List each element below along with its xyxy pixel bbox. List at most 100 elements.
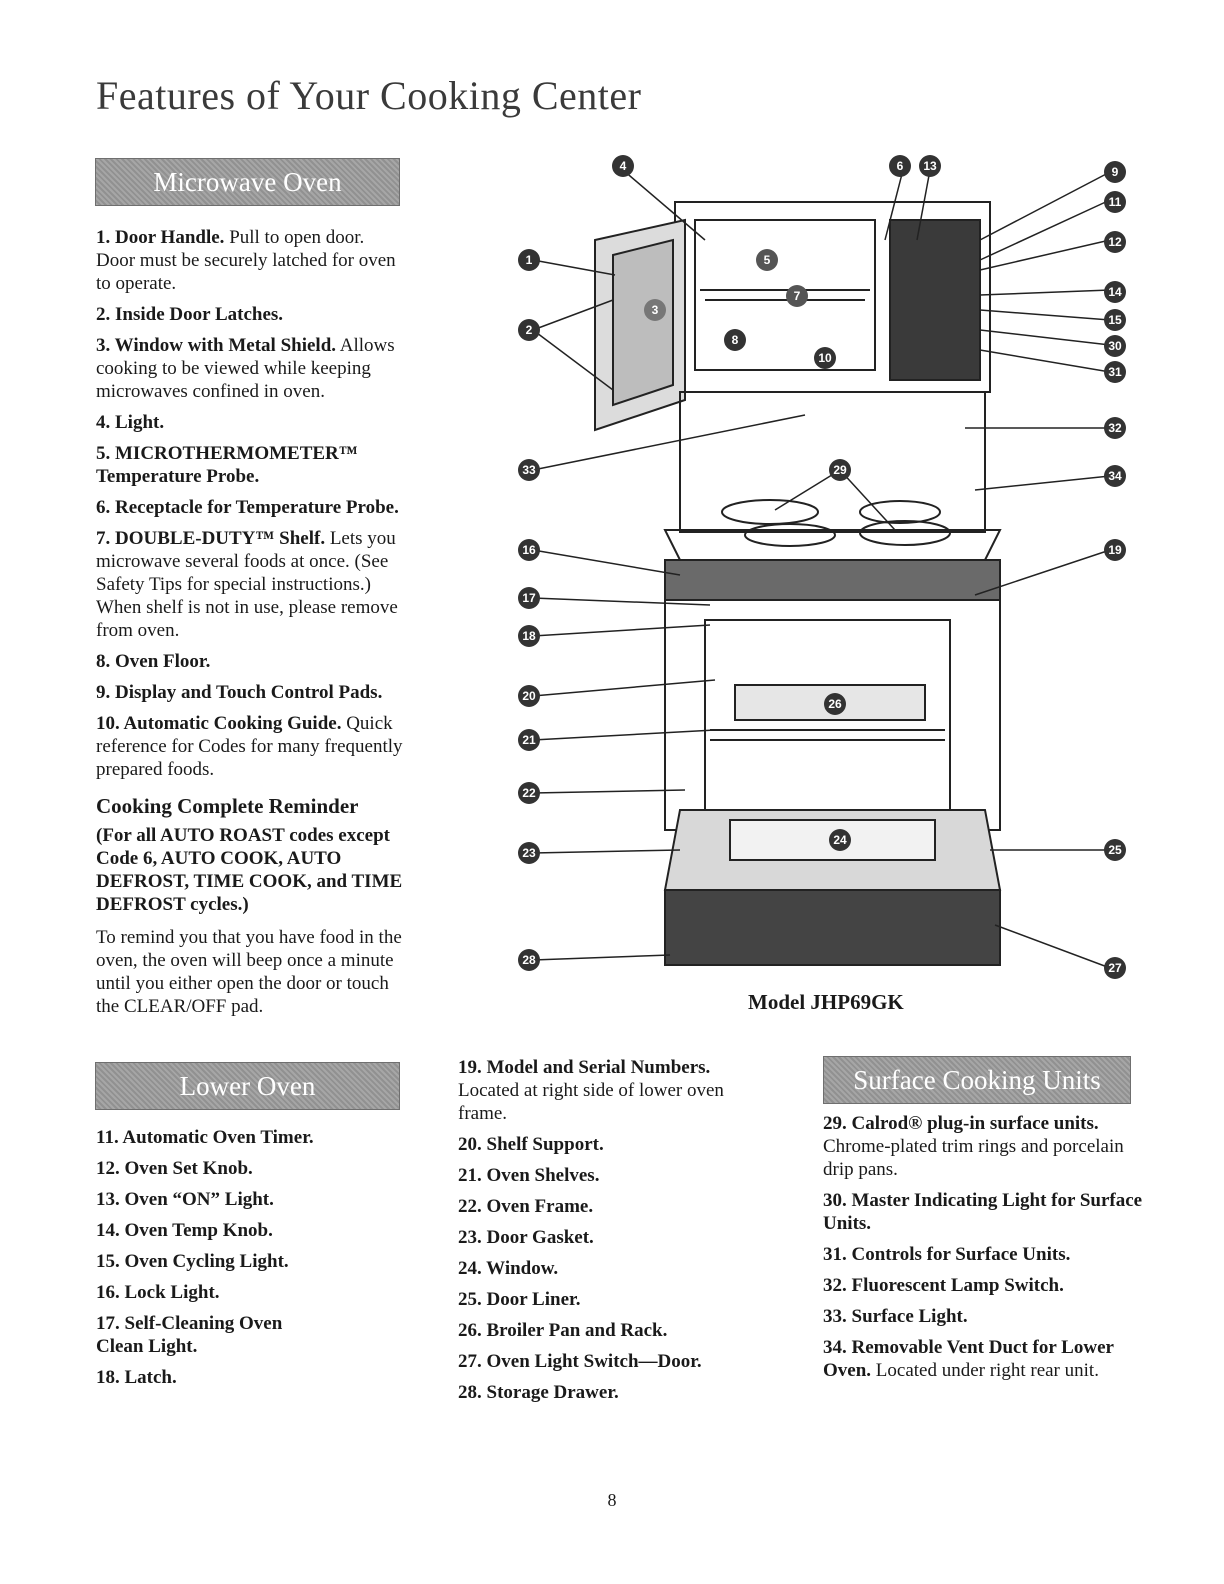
svg-text:17: 17 (522, 591, 536, 605)
callout-12-marker: 12 (1104, 231, 1126, 253)
callout-markers: 1 2 3 4 5 6 7 8 9 10 11 12 13 14 15 16 1… (518, 155, 1126, 979)
callout-11-marker: 11 (1104, 191, 1126, 213)
callout-2-marker: 2 (518, 319, 540, 341)
svg-text:14: 14 (1108, 285, 1122, 299)
callout-21-marker: 21 (518, 729, 540, 751)
page-title: Features of Your Cooking Center (96, 73, 642, 118)
svg-text:24: 24 (833, 833, 847, 847)
callout-24-marker: 24 (829, 829, 851, 851)
svg-text:1: 1 (526, 253, 533, 267)
callout-6-marker: 6 (889, 155, 911, 177)
storage-drawer-shape (664, 889, 1001, 966)
svg-text:25: 25 (1108, 843, 1122, 857)
list-item: 6. Receptacle for Temperature Probe. (96, 497, 399, 518)
svg-text:27: 27 (1108, 961, 1122, 975)
callout-25-marker: 25 (1104, 839, 1126, 861)
svg-text:20: 20 (522, 689, 536, 703)
list-item: 8. Oven Floor. (96, 651, 211, 672)
surface-cooking-units-banner: Surface Cooking Units (823, 1056, 1131, 1104)
callout-33-marker: 33 (518, 459, 540, 481)
list-item: 24. Window. (458, 1258, 559, 1279)
callout-14-marker: 14 (1104, 281, 1126, 303)
door-window-shape (612, 238, 674, 407)
callout-3-marker: 3 (644, 299, 666, 321)
callout-30-marker: 30 (1104, 335, 1126, 357)
model-label: Model JHP69GK (748, 990, 904, 1014)
callout-7-marker: 7 (786, 285, 808, 307)
svg-text:29: 29 (833, 463, 847, 477)
callout-4-marker: 4 (612, 155, 634, 177)
callout-28-marker: 28 (518, 949, 540, 971)
list-item: 26. Broiler Pan and Rack. (458, 1320, 668, 1341)
reminder-body: To remind you that you have food in the … (96, 927, 402, 1017)
list-item: 34. Removable Vent Duct for Lower Oven. … (823, 1337, 1114, 1381)
lower-oven-banner: Lower Oven (95, 1062, 400, 1110)
list-item: 7. DOUBLE-DUTY™ Shelf. Lets you microwav… (96, 528, 398, 641)
list-item: 10. Automatic Cooking Guide. Quick refer… (96, 713, 403, 780)
microwave-features-list: 1. Door Handle. Pull to open door. Door … (96, 226, 406, 1018)
cooking-center-diagram: 1 2 3 4 5 6 7 8 9 10 11 12 13 14 15 16 1… (518, 155, 1126, 979)
list-item: 14. Oven Temp Knob. (96, 1220, 273, 1241)
svg-text:19: 19 (1108, 543, 1122, 557)
svg-text:22: 22 (522, 786, 536, 800)
list-item: 27. Oven Light Switch—Door. (458, 1351, 702, 1372)
svg-text:30: 30 (1108, 339, 1122, 353)
list-item: 20. Shelf Support. (458, 1134, 604, 1155)
list-item: 21. Oven Shelves. (458, 1165, 600, 1186)
list-item: 1. Door Handle. Pull to open door. Door … (96, 227, 396, 294)
callout-13-marker: 13 (919, 155, 941, 177)
oven-control-strip-shape (664, 559, 1001, 601)
callout-8-marker: 8 (724, 329, 746, 351)
list-item: 28. Storage Drawer. (458, 1382, 619, 1403)
callout-27-marker: 27 (1104, 957, 1126, 979)
svg-text:10: 10 (818, 351, 832, 365)
callout-22-marker: 22 (518, 782, 540, 804)
burner-shape (859, 500, 941, 524)
list-item: 5. MICROTHERMOMETER™ Temperature Probe. (96, 443, 358, 487)
callout-15-marker: 15 (1104, 309, 1126, 331)
svg-text:34: 34 (1108, 469, 1122, 483)
list-item: 25. Door Liner. (458, 1289, 581, 1310)
svg-text:16: 16 (522, 543, 536, 557)
svg-text:8: 8 (732, 333, 739, 347)
svg-text:4: 4 (620, 159, 627, 173)
callout-29-marker: 29 (829, 459, 851, 481)
list-item: 16. Lock Light. (96, 1282, 220, 1303)
callout-17-marker: 17 (518, 587, 540, 609)
svg-text:32: 32 (1108, 421, 1122, 435)
burner-shape (744, 523, 836, 547)
list-item: 33. Surface Light. (823, 1306, 968, 1327)
list-item: 31. Controls for Surface Units. (823, 1244, 1071, 1265)
callout-31-marker: 31 (1104, 361, 1126, 383)
microwave-oven-banner: Microwave Oven (95, 158, 400, 206)
list-item: 11. Automatic Oven Timer. (96, 1127, 314, 1148)
list-item: 17. Self-Cleaning Oven Clean Light. (96, 1313, 283, 1357)
list-item: 12. Oven Set Knob. (96, 1158, 253, 1179)
svg-text:28: 28 (522, 953, 536, 967)
callout-9-marker: 9 (1104, 161, 1126, 183)
list-item: 3. Window with Metal Shield. Allows cook… (96, 335, 395, 402)
svg-text:21: 21 (522, 733, 536, 747)
svg-text:12: 12 (1108, 235, 1122, 249)
callout-19-marker: 19 (1104, 539, 1126, 561)
svg-text:5: 5 (764, 253, 771, 267)
svg-text:33: 33 (522, 463, 536, 477)
svg-text:18: 18 (522, 629, 536, 643)
list-item: 22. Oven Frame. (458, 1196, 594, 1217)
microwave-cavity-shape (694, 219, 876, 371)
list-item: 32. Fluorescent Lamp Switch. (823, 1275, 1064, 1296)
callout-32-marker: 32 (1104, 417, 1126, 439)
svg-text:6: 6 (897, 159, 904, 173)
reminder-title: Cooking Complete Reminder (96, 794, 359, 818)
list-item: 30. Master Indicating Light for Surface … (823, 1190, 1143, 1234)
callout-5-marker: 5 (756, 249, 778, 271)
svg-text:13: 13 (923, 159, 937, 173)
callout-10-marker: 10 (814, 347, 836, 369)
svg-text:23: 23 (522, 846, 536, 860)
list-item: 19. Model and Serial Numbers. Located at… (458, 1057, 724, 1124)
callout-34-marker: 34 (1104, 465, 1126, 487)
svg-text:3: 3 (652, 303, 659, 317)
lower-oven-features-list: 11. Automatic Oven Timer. 12. Oven Set K… (96, 1126, 396, 1397)
surface-units-features-list: 29. Calrod® plug-in surface units. Chrom… (823, 1112, 1143, 1390)
oven-parts-list: 19. Model and Serial Numbers. Located at… (458, 1056, 758, 1412)
